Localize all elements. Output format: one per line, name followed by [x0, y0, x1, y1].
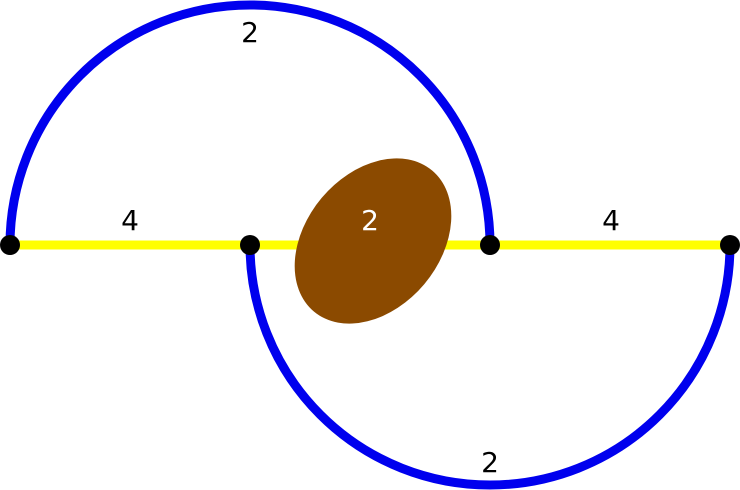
node-2	[240, 235, 260, 255]
middle-segment-label: 2	[361, 204, 379, 237]
upper-arc	[5, 0, 495, 246]
right-segment-label: 4	[602, 204, 620, 237]
lower-arc	[245, 244, 735, 490]
node-4	[720, 235, 740, 255]
left-segment-label: 4	[121, 204, 139, 237]
lower-arc-label: 2	[481, 446, 499, 479]
upper-arc-label: 2	[241, 16, 259, 49]
node-3	[480, 235, 500, 255]
brown-blob	[294, 158, 452, 324]
node-1	[0, 235, 20, 255]
